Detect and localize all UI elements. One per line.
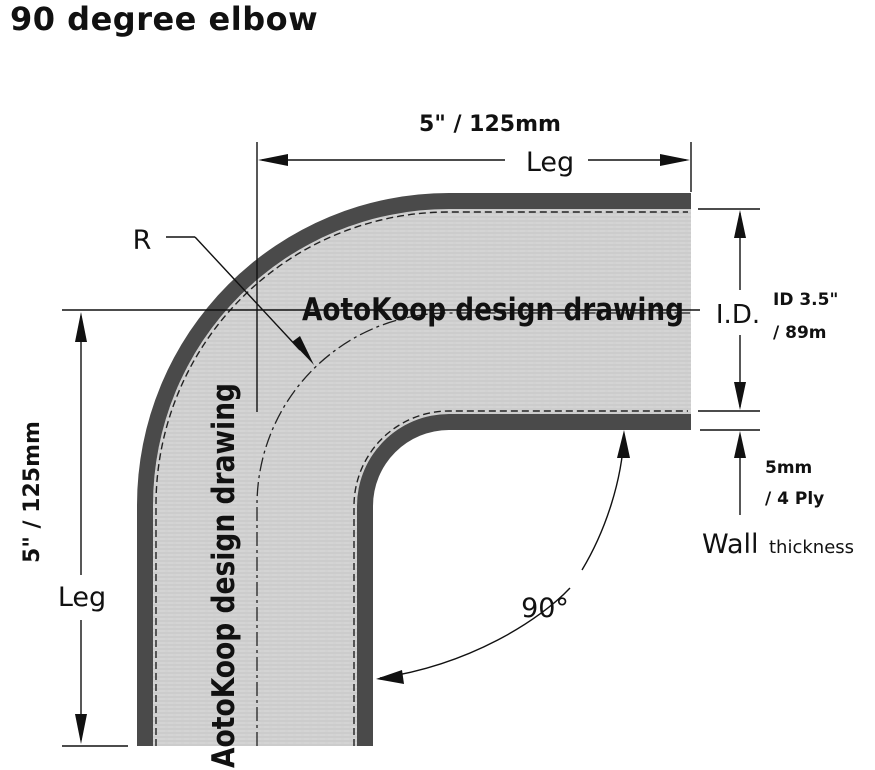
top-leg-label: Leg bbox=[526, 147, 574, 178]
left-dim-arrow-top bbox=[75, 312, 87, 342]
wall-arrow bbox=[734, 431, 746, 458]
outer-dashed-line bbox=[155, 211, 688, 746]
angle-arc-lower bbox=[379, 587, 571, 679]
left-dim-arrow-bottom bbox=[75, 714, 87, 744]
top-dim-arrow-left bbox=[258, 154, 288, 166]
wall-value-line1: 5mm bbox=[765, 458, 812, 478]
watermark-vertical: AotoKoop design drawing bbox=[206, 383, 242, 768]
side-leg-label: Leg bbox=[58, 582, 106, 613]
wall-sub-label: thickness bbox=[769, 537, 854, 558]
id-value-line1: ID 3.5" bbox=[773, 290, 838, 310]
elbow-bore bbox=[153, 209, 691, 746]
radius-label: R bbox=[133, 225, 152, 256]
side-length-label: 5" / 125mm bbox=[20, 421, 45, 563]
angle-arrow-top bbox=[617, 430, 630, 458]
watermark-horizontal: AotoKoop design drawing bbox=[302, 292, 684, 328]
radius-arrow bbox=[292, 336, 314, 365]
id-label: I.D. bbox=[716, 300, 760, 330]
angle-label: 90° bbox=[521, 593, 569, 624]
wall-value-line2: / 4 Ply bbox=[765, 489, 824, 509]
centerline bbox=[256, 312, 690, 746]
wall-label: Wall bbox=[702, 529, 759, 560]
id-value-line2: / 89m bbox=[773, 323, 827, 343]
top-length-label: 5" / 125mm bbox=[419, 112, 561, 137]
top-dim-arrow-right bbox=[660, 154, 690, 166]
angle-arrow-left bbox=[376, 670, 404, 684]
radius-leader-diagonal bbox=[194, 236, 301, 351]
id-arrow-bottom bbox=[734, 382, 746, 410]
id-arrow-top bbox=[734, 210, 746, 238]
inner-dashed-line bbox=[353, 410, 688, 746]
page-title: 90 degree elbow bbox=[10, 0, 319, 38]
